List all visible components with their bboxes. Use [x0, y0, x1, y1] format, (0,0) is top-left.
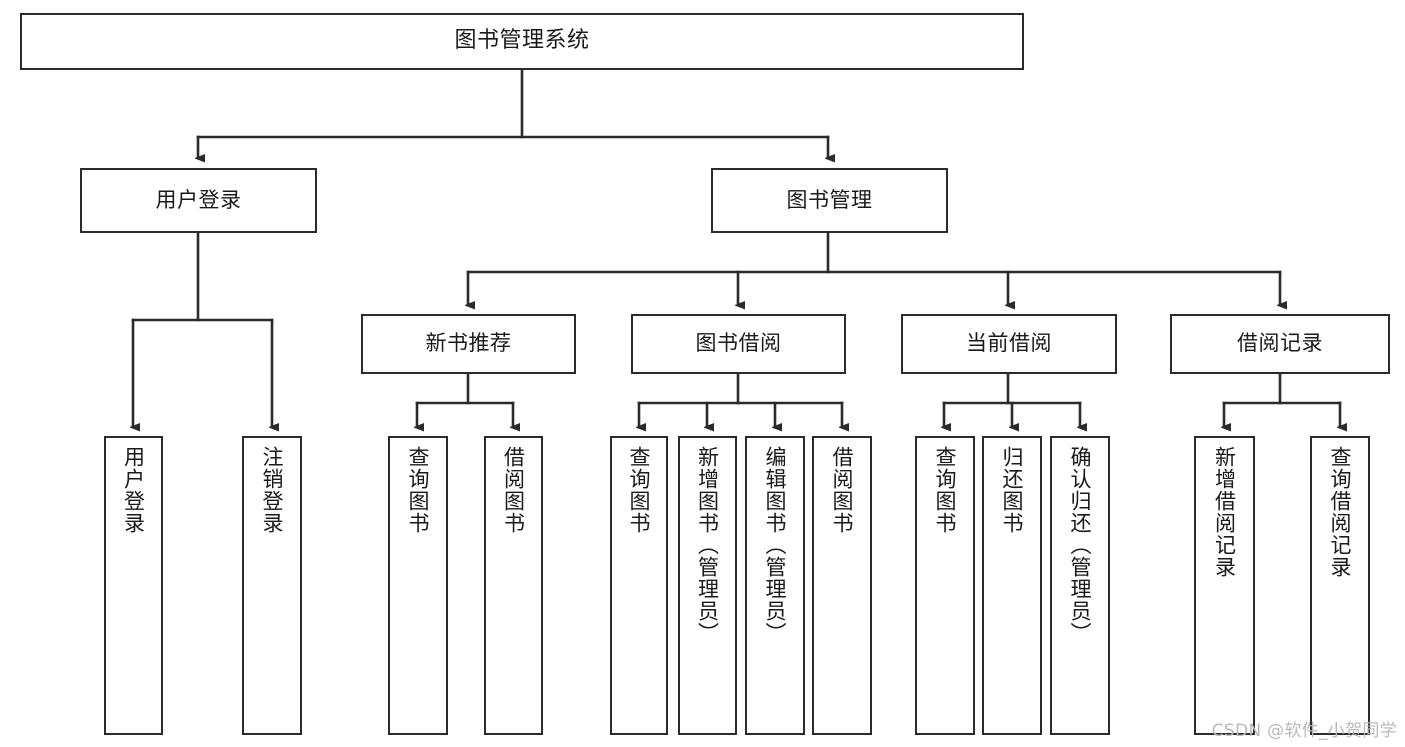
- leaf-borrow-record-add-record[interactable]: 新增借阅记录: [1194, 436, 1255, 735]
- leaf-current-borrow-return-book[interactable]: 归还图书: [982, 436, 1042, 735]
- node-label: 借阅图书: [501, 446, 526, 534]
- node-current-borrow[interactable]: 当前借阅: [901, 314, 1117, 374]
- node-label: 借阅记录: [1237, 331, 1323, 356]
- leaf-new-book-borrow-book[interactable]: 借阅图书: [484, 436, 543, 735]
- leaf-book-borrow-borrow-book[interactable]: 借阅图书: [812, 436, 872, 735]
- node-label: 图书管理系统: [454, 28, 590, 54]
- leaf-new-book-query-book[interactable]: 查询图书: [388, 436, 448, 735]
- node-label: 查询图书: [406, 446, 431, 534]
- leaf-current-borrow-confirm-return-admin[interactable]: 确认归还（管理员）: [1050, 436, 1110, 735]
- node-book-management[interactable]: 图书管理: [711, 168, 948, 233]
- node-label: 新增图书（管理员）: [695, 446, 720, 644]
- leaf-user-login-login[interactable]: 用户登录: [104, 436, 163, 735]
- node-new-book-recommend[interactable]: 新书推荐: [361, 314, 576, 374]
- leaf-current-borrow-query-book[interactable]: 查询图书: [915, 436, 975, 735]
- node-user-login[interactable]: 用户登录: [80, 168, 317, 233]
- node-label: 归还图书: [1000, 446, 1025, 534]
- leaf-book-borrow-edit-book-admin[interactable]: 编辑图书（管理员）: [745, 436, 805, 735]
- node-book-borrow[interactable]: 图书借阅: [631, 314, 846, 374]
- node-label: 注销登录: [260, 446, 285, 534]
- node-label: 当前借阅: [966, 331, 1052, 356]
- node-label: 新增借阅记录: [1212, 446, 1237, 578]
- node-label: 查询图书: [933, 446, 958, 534]
- node-label: 借阅图书: [830, 446, 855, 534]
- csdn-watermark: CSDN @软件_小贺同学: [1211, 721, 1397, 741]
- leaf-borrow-record-query-record[interactable]: 查询借阅记录: [1310, 436, 1370, 735]
- node-label: 编辑图书（管理员）: [763, 446, 788, 644]
- leaf-book-borrow-query-book[interactable]: 查询图书: [610, 436, 668, 735]
- node-label: 图书借阅: [695, 331, 782, 356]
- node-label: 新书推荐: [425, 331, 512, 356]
- node-label: 用户登录: [155, 187, 242, 212]
- node-label: 查询图书: [627, 446, 652, 534]
- node-label: 确认归还（管理员）: [1068, 446, 1093, 644]
- node-root-book-management-system[interactable]: 图书管理系统: [20, 13, 1024, 70]
- node-label: 查询借阅记录: [1328, 446, 1353, 578]
- node-borrow-record[interactable]: 借阅记录: [1170, 314, 1390, 374]
- leaf-book-borrow-add-book-admin[interactable]: 新增图书（管理员）: [678, 436, 737, 735]
- node-label: 图书管理: [786, 187, 873, 212]
- leaf-user-login-logout[interactable]: 注销登录: [242, 436, 302, 735]
- node-label: 用户登录: [121, 446, 146, 534]
